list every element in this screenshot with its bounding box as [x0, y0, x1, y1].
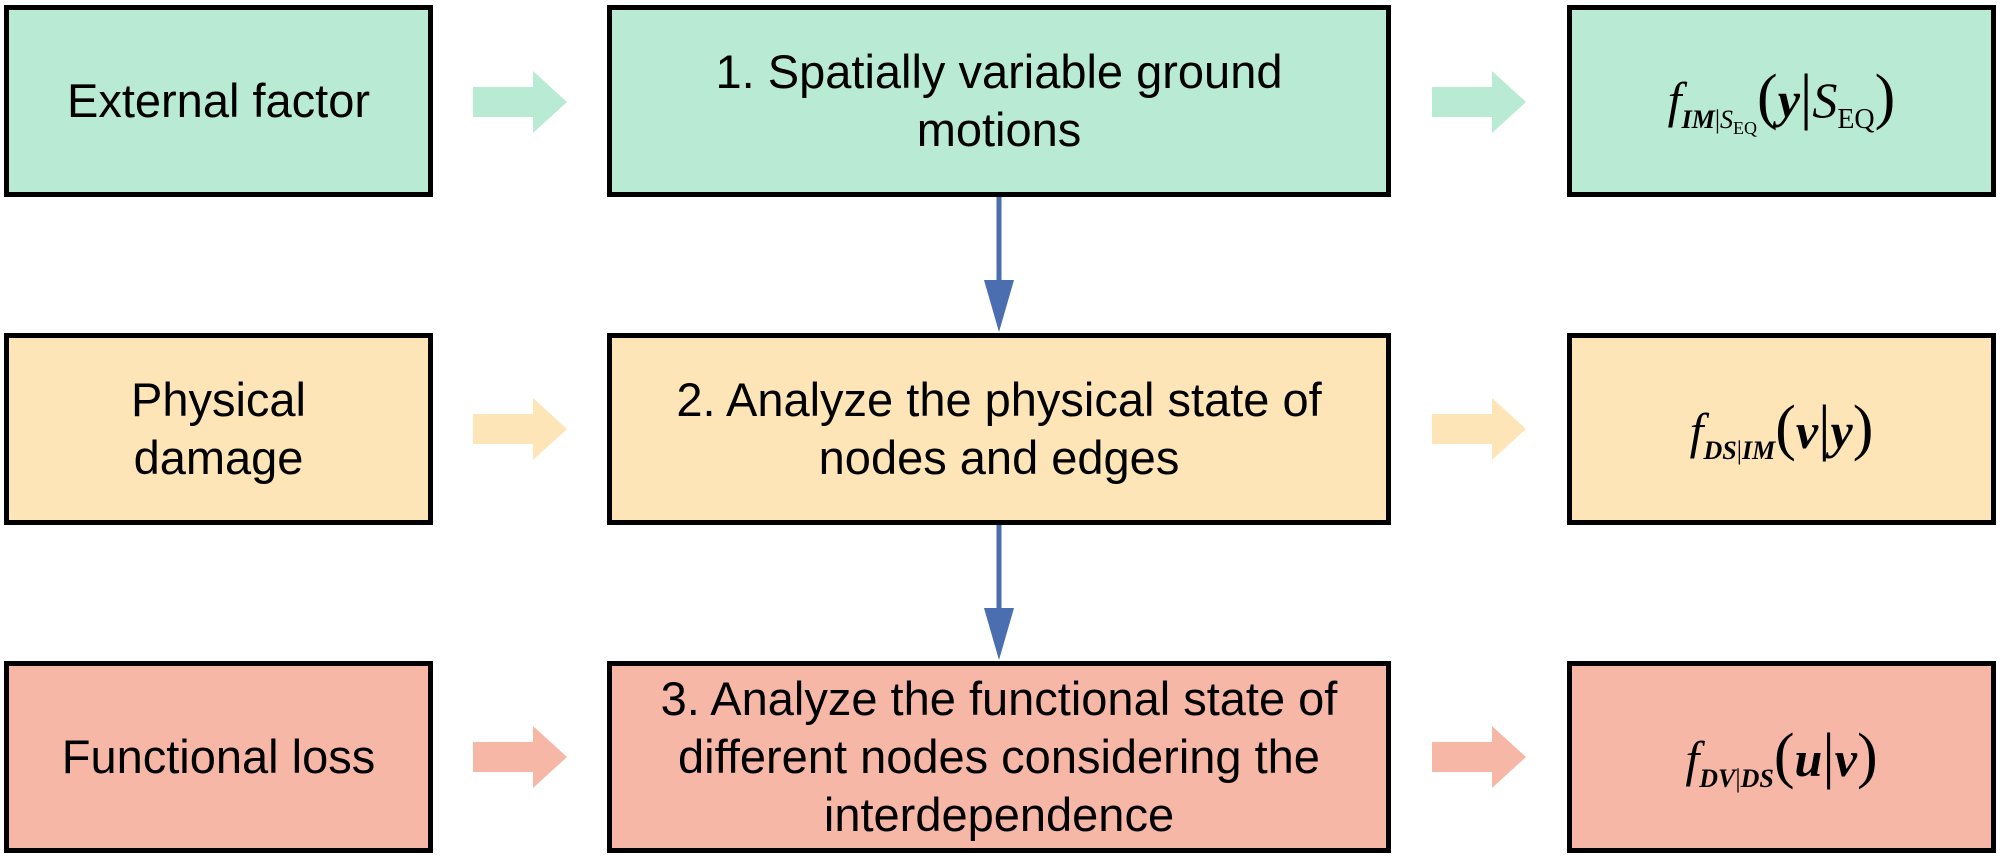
category-label: Functional loss — [61, 730, 376, 783]
down-arrow-icon — [984, 525, 1014, 660]
flow-arrow-icon — [473, 71, 567, 133]
step-label: 3. Analyze the functional state of diffe… — [660, 672, 1338, 841]
step-label: 2. Analyze the physical state of nodes a… — [676, 373, 1322, 484]
flow-arrow-icon — [1432, 71, 1526, 133]
down-arrow-icon — [984, 197, 1014, 332]
step-box-3: 3. Analyze the functional state of diffe… — [607, 661, 1391, 853]
flow-arrow-icon — [473, 398, 567, 460]
flow-arrow-icon — [473, 726, 567, 788]
flow-arrow-icon — [1432, 726, 1526, 788]
category-box-functional-loss: Functional loss — [4, 661, 433, 853]
formula: fIM|SEQ(y|SEQ) — [1667, 63, 1896, 139]
flow-arrow-icon — [1432, 398, 1526, 460]
formula-box-1: fIM|SEQ(y|SEQ) — [1567, 5, 1996, 197]
formula-box-3: fDV|DS(u|v) — [1567, 661, 1996, 853]
formula: fDS|IM(v|y) — [1689, 393, 1874, 465]
category-box-physical-damage: Physical damage — [4, 333, 433, 525]
category-box-external-factor: External factor — [4, 5, 433, 197]
category-label: Physical damage — [130, 373, 306, 484]
step-box-1: 1. Spatially variable ground motions — [607, 5, 1391, 197]
step-label: 1. Spatially variable ground motions — [715, 45, 1283, 156]
formula-box-2: fDS|IM(v|y) — [1567, 333, 1996, 525]
category-label: External factor — [66, 74, 371, 127]
formula: fDV|DS(u|v) — [1685, 721, 1878, 793]
step-box-2: 2. Analyze the physical state of nodes a… — [607, 333, 1391, 525]
